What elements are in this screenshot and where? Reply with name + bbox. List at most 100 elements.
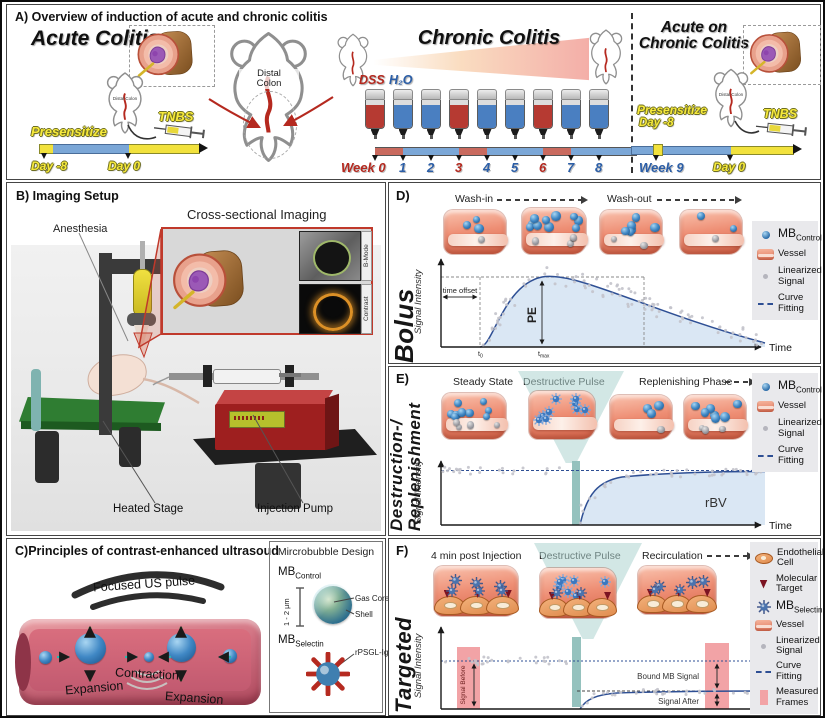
microbubble (700, 407, 710, 417)
pump-top-face (215, 390, 333, 406)
linearized-signal-dot (609, 481, 613, 485)
linearized-signal-dot (498, 315, 502, 319)
linearized-signal-dot (710, 469, 714, 473)
replenishing-label: Replenishing Phase (639, 376, 733, 388)
molecular-target-icon (504, 590, 512, 598)
linearized-signal-dot (651, 302, 655, 306)
aoc-bar-yellow (731, 146, 794, 155)
endothelial-layer (539, 592, 617, 617)
e-ylabel: Signal Intensity (413, 459, 424, 525)
linearized-signal-dot (547, 662, 551, 666)
chronic-colitis-title: Chronic Colitis (417, 27, 561, 49)
linearized-signal-dot (651, 306, 655, 310)
microbubble (479, 397, 488, 406)
recirculation-label: Recirculation (642, 550, 703, 562)
endothelial-cell (686, 588, 717, 614)
svg-text:Bound MB Signal: Bound MB Signal (637, 672, 699, 681)
water-bottle (365, 89, 385, 139)
legend-item: Vessel (755, 619, 813, 632)
linearized-signal-dot (721, 471, 725, 475)
linearized-signal-dot (470, 660, 474, 664)
linearized-signal-dot (474, 661, 478, 665)
wash-in-label: Wash-in (455, 193, 494, 205)
microbubble-expanded-right (167, 633, 196, 662)
tick-day-minus8 (41, 153, 47, 159)
linearized-signal-dot (647, 304, 651, 308)
replenishment-chart: rBV Time (437, 460, 792, 532)
legend-label: MBControl (778, 226, 822, 243)
linearized-signal-dot (648, 297, 652, 301)
linearized-signal-dot (684, 692, 688, 696)
colon-pointer-arrows (208, 96, 334, 128)
post-injection-label: 4 min post Injection (431, 550, 522, 562)
linearized-signal-dot (501, 471, 505, 475)
stage-leg-left (35, 431, 59, 483)
linearized-signal-dot (624, 474, 628, 478)
panel-e: E) Destruction-/ Replenishment Steady St… (387, 366, 822, 536)
linearized-signal-dot (610, 693, 614, 697)
linearized-signal-dot (581, 509, 585, 513)
microbubble-lumen (712, 235, 719, 242)
linearized-signal-dot (754, 471, 758, 475)
molecular-target-icon (646, 588, 654, 597)
linearized-signal-dot (522, 282, 526, 286)
chronic-bar-seg (403, 147, 431, 156)
week-label: 3 (455, 160, 463, 175)
linearized-signal-dot (542, 656, 546, 660)
microbubble-lumen (569, 233, 578, 242)
linearized-signal-dot (606, 284, 610, 288)
linearized-signal-dot (686, 313, 690, 317)
linearized-signal-dot (619, 690, 623, 694)
endothelial-layer (637, 588, 717, 614)
linearized-signal-dot (585, 701, 589, 705)
linearized-signal-dot (670, 474, 674, 478)
pump-syringe-plunger (279, 373, 301, 377)
distal-colon-label-small: Distal Colon (112, 96, 138, 101)
week-tick (371, 155, 378, 161)
linearized-signal-dot (606, 690, 610, 694)
linearized-signal-dot (527, 278, 531, 282)
linearized-signal-dot (657, 309, 661, 313)
linearized-signal-dot (591, 290, 595, 294)
svg-text:time offset: time offset (443, 286, 478, 295)
vessel-targeted-1 (433, 566, 519, 616)
water-bottle (561, 89, 581, 139)
linearized-signal-dot (592, 692, 596, 696)
linearized-signal-dot (744, 470, 748, 474)
linearized-signal-dot (698, 689, 702, 693)
overlay-lines (78, 228, 304, 504)
bound-microbubble (496, 585, 509, 597)
microbubble (631, 213, 641, 222)
panel-b-title: B) Imaging Setup (16, 189, 119, 203)
microbubble (450, 412, 459, 421)
microbubble-small-left (39, 651, 52, 664)
microbubble-lumen (640, 241, 648, 250)
vessel-targeted-3 (637, 566, 717, 614)
mb-selectin-sphere (306, 652, 350, 696)
linearized-signal-dot (534, 655, 538, 659)
vessel-replenish-2 (684, 395, 748, 439)
water-bottle (477, 89, 497, 139)
linearized-signal-dot (498, 323, 502, 327)
microbubble-lumen (453, 419, 461, 427)
heated-stage-edge (21, 421, 161, 431)
linearized-signal-dot (729, 335, 733, 339)
aoc-day0-label: Day 0 (713, 160, 746, 174)
bound-microbubble (673, 584, 686, 597)
mouse-acute (104, 71, 146, 135)
linearized-signal-dot (543, 272, 547, 276)
microbubble-lumen (478, 235, 486, 243)
linearized-signal-dot (679, 311, 683, 315)
anesthesia-tube (31, 369, 41, 431)
microbubble-burst (550, 392, 563, 405)
mouse-tail (142, 377, 200, 405)
microbubble (474, 223, 485, 234)
microbubble (462, 221, 471, 229)
panel-b: B) Imaging Setup (6, 182, 386, 536)
microbubble-lumen (656, 425, 665, 434)
